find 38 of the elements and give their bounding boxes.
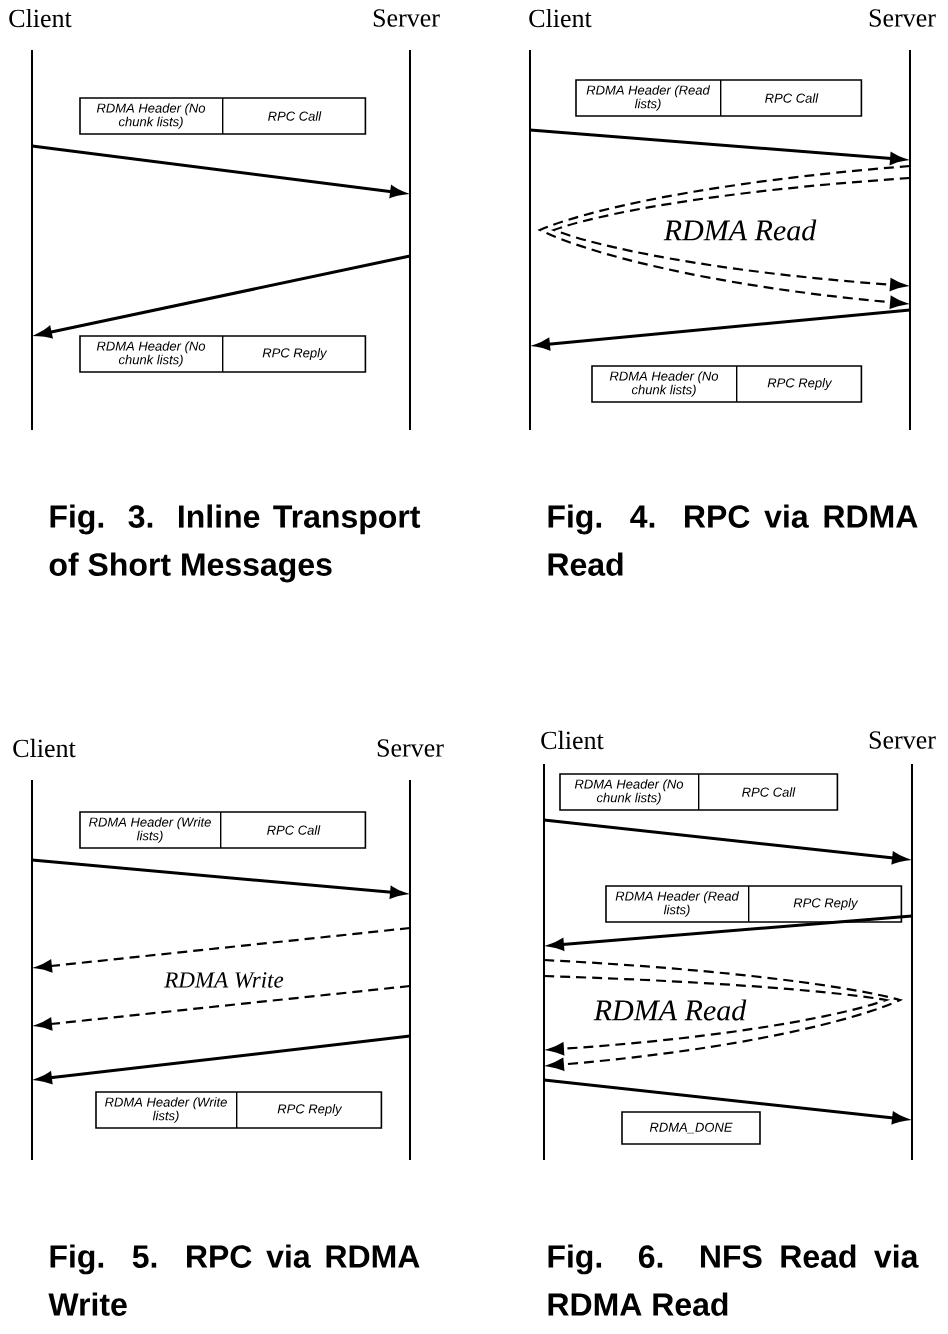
annotation: RDMA Read <box>663 219 817 241</box>
arrow <box>543 818 907 864</box>
arrow <box>543 1078 907 1124</box>
participant-label: Server <box>373 9 440 27</box>
lifeline <box>911 763 913 1161</box>
arrow <box>552 176 911 291</box>
lifeline <box>909 49 911 431</box>
arrow <box>529 128 905 165</box>
figure-caption: Fig. 5. RPC via RDMA Write <box>48 1244 420 1316</box>
arrow <box>37 1034 411 1084</box>
participant-label: Server <box>869 731 936 749</box>
figure-caption: Fig. 6. NFS Read via RDMA Read <box>548 1244 919 1316</box>
lifeline <box>409 779 411 1161</box>
participant-label: Server <box>377 739 444 757</box>
lifeline <box>31 779 33 1161</box>
participant-label: Client <box>529 8 592 28</box>
lifeline <box>529 49 531 431</box>
arrow <box>36 254 411 339</box>
arrow <box>31 144 405 198</box>
arrow <box>543 958 902 1071</box>
participant-label: Client <box>9 8 72 28</box>
participant-label: Client <box>13 738 76 758</box>
annotation: RDMA Read <box>593 999 747 1021</box>
annotation: RDMA Write <box>164 972 284 988</box>
arrow <box>543 974 888 1055</box>
figure-caption: Fig. 4. RPC via RDMA Read <box>548 504 918 576</box>
lifeline <box>31 49 33 431</box>
arrow <box>538 164 911 309</box>
participant-label: Client <box>541 730 604 750</box>
arrow <box>35 926 411 973</box>
arrow <box>31 858 405 899</box>
arrow <box>535 308 911 351</box>
participant-label: Server <box>869 9 936 27</box>
figure-caption: Fig. 3. Inline Transport of Short Messages <box>49 504 421 583</box>
arrow <box>549 914 913 951</box>
lifeline <box>543 763 545 1161</box>
arrow <box>35 984 411 1031</box>
lifeline <box>409 49 411 431</box>
